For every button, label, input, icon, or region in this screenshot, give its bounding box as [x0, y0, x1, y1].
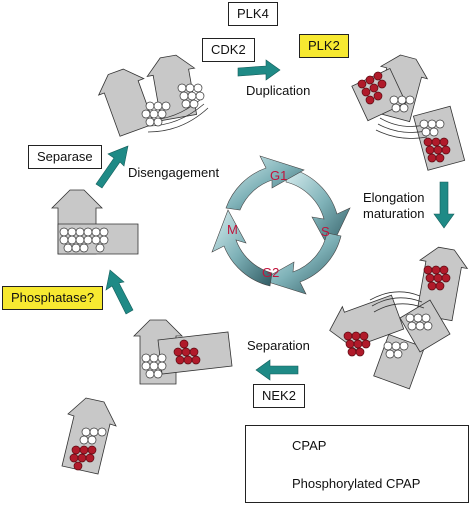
separase-box: Separase [28, 145, 102, 169]
centriole-top-right [351, 54, 466, 171]
disengagement-label: Disengagement [128, 165, 220, 180]
duplication-label: Duplication [246, 83, 311, 98]
centriole-top-center [97, 54, 209, 137]
phase-g1: G1 [270, 168, 288, 183]
arrow-elongation [433, 181, 455, 229]
process-arrows [95, 59, 455, 381]
legend-phospho-label: Phosphorylated CPAP [292, 476, 421, 491]
plk2-box: PLK2 [299, 34, 349, 58]
cdk2-box: CDK2 [202, 38, 255, 62]
legend [245, 425, 469, 503]
centriole-bottom-left [133, 319, 233, 385]
elongation-label-line2: maturation [363, 206, 425, 221]
plk4-box: PLK4 [228, 2, 278, 26]
phase-s: S [321, 224, 330, 239]
phase-m: M [227, 222, 238, 237]
nek2-box: NEK2 [253, 384, 305, 408]
separation-label: Separation [247, 338, 310, 353]
centriole-right [329, 246, 469, 390]
phase-g2: G2 [262, 265, 280, 280]
arrow-to-separase [95, 145, 129, 189]
arrow-separation [255, 359, 299, 381]
cell-cycle-ring [211, 155, 351, 295]
centriole-bottom-far-left [61, 397, 117, 475]
elongation-label-line1: Elongation [363, 190, 425, 205]
phosphatase-box: Phosphatase? [2, 286, 104, 310]
legend-cpap-label: CPAP [292, 438, 327, 453]
arrow-phosphatase [105, 269, 134, 315]
arrow-to-duplication [237, 59, 281, 81]
centriole-left [51, 189, 139, 255]
